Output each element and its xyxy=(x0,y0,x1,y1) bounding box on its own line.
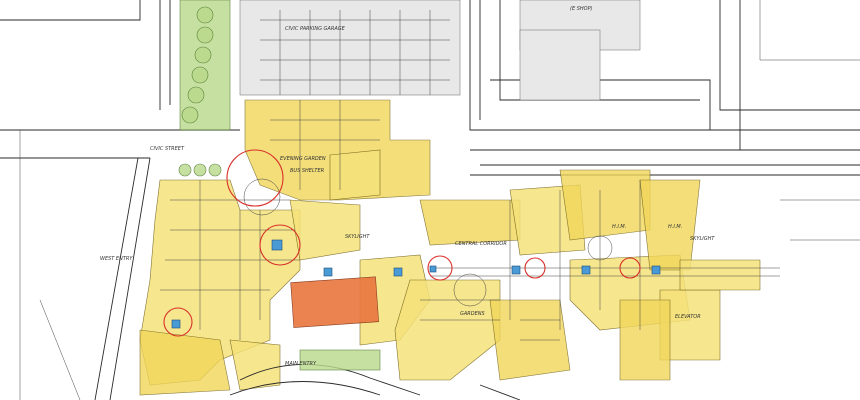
parking-garage xyxy=(239,0,641,101)
label-bus-shelter: BUS SHELTER xyxy=(290,168,324,174)
label-corridor: CENTRAL CORRIDOR xyxy=(455,241,507,247)
label-skylight: SKYLIGHT xyxy=(345,234,370,240)
label-him-2: H.I.M. xyxy=(668,224,682,230)
entry-drive xyxy=(229,349,521,400)
campus-buildings xyxy=(139,99,761,396)
label-elevator: ELEVATOR xyxy=(675,314,701,320)
tree-row xyxy=(178,0,231,177)
label-civic-street: CIVIC STREET xyxy=(150,146,185,152)
label-garage: CIVIC PARKING GARAGE xyxy=(285,26,346,32)
interior-linework xyxy=(160,100,780,341)
focus-circles xyxy=(163,149,641,337)
label-corner-building: (E SHOP) xyxy=(570,6,593,12)
label-him: H.I.M. xyxy=(612,224,626,230)
label-gardens: GARDENS xyxy=(460,311,486,317)
label-skylight-2: SKYLIGHT xyxy=(690,236,715,242)
label-evening-garden: EVENING GARDEN xyxy=(280,156,326,162)
new-construction xyxy=(290,276,379,328)
vertical-circulation xyxy=(171,239,661,329)
label-west-entry: WEST ENTRY xyxy=(100,256,133,262)
label-main-entry: MAIN ENTRY xyxy=(285,361,317,367)
